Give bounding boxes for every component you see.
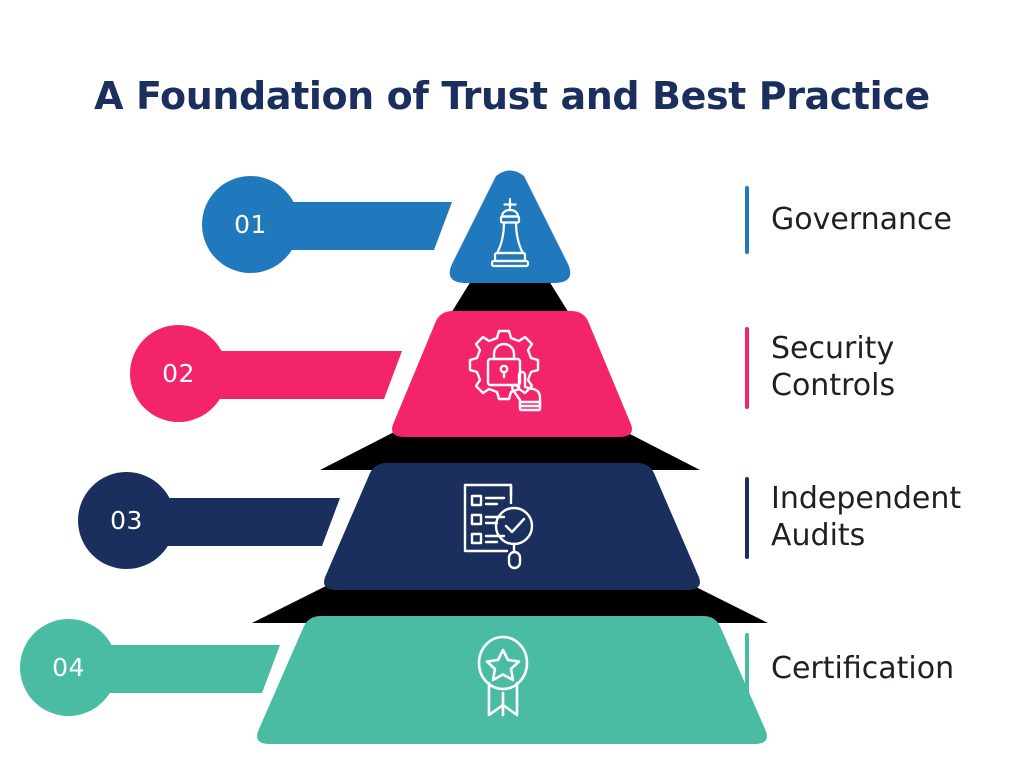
badge-group-04[interactable]: 04 bbox=[20, 619, 280, 719]
badge-group-02[interactable]: 02 bbox=[130, 325, 402, 425]
award-ribbon-icon bbox=[473, 634, 533, 720]
badge-group-03[interactable]: 03 bbox=[78, 472, 340, 572]
badge-circle-03[interactable]: 03 bbox=[78, 472, 175, 569]
badge-number-04: 04 bbox=[52, 653, 85, 682]
label-text-certification: Certification bbox=[771, 650, 955, 686]
badge-banner-04 bbox=[80, 645, 280, 693]
badge-circle-01[interactable]: 01 bbox=[202, 176, 299, 273]
badge-number-02: 02 bbox=[162, 359, 195, 388]
badge-circle-02[interactable]: 02 bbox=[130, 325, 227, 422]
label-row-security-controls[interactable]: Security Controls bbox=[745, 327, 895, 409]
label-row-certification[interactable]: Certification bbox=[745, 633, 954, 705]
label-text-security-controls: Security Controls bbox=[771, 331, 896, 403]
badge-group-01[interactable]: 01 bbox=[202, 176, 452, 276]
chess-king-icon bbox=[487, 196, 533, 268]
label-rule-governance bbox=[745, 186, 749, 254]
label-rule-security-controls bbox=[745, 327, 749, 409]
badge-number-01: 01 bbox=[234, 210, 267, 239]
page-title: A Foundation of Trust and Best Practice bbox=[94, 74, 930, 118]
label-text-governance: Governance bbox=[771, 201, 952, 237]
badge-circle-04[interactable]: 04 bbox=[20, 619, 117, 716]
label-rule-independent-audits bbox=[745, 477, 749, 559]
label-text-independent-audits: Independent Audits bbox=[771, 481, 962, 553]
label-row-independent-audits[interactable]: Independent Audits bbox=[745, 477, 961, 559]
label-rule-certification bbox=[745, 633, 749, 705]
label-row-governance[interactable]: Governance bbox=[745, 186, 952, 254]
connector-wedge-1 bbox=[448, 281, 572, 318]
badge-banner-02 bbox=[190, 351, 402, 399]
connector-wedge-3 bbox=[252, 583, 768, 623]
gear-padlock-click-icon bbox=[461, 329, 553, 413]
badge-number-03: 03 bbox=[110, 506, 143, 535]
badge-banner-01 bbox=[262, 202, 452, 250]
checklist-magnifier-icon bbox=[462, 482, 544, 570]
badge-banner-03 bbox=[138, 498, 340, 546]
connector-wedge-2 bbox=[320, 430, 700, 470]
